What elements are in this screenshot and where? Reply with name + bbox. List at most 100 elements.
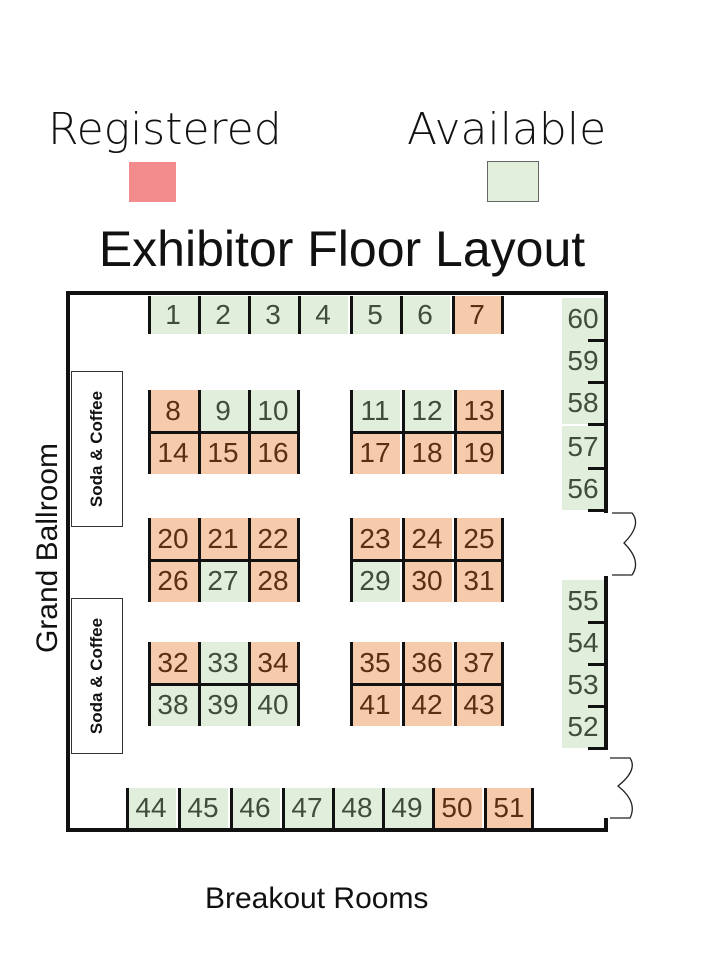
- booth-9[interactable]: 9: [198, 390, 248, 432]
- soda-coffee-label: Soda & Coffee: [87, 390, 106, 508]
- booth-48[interactable]: 48: [332, 788, 382, 828]
- booth-58[interactable]: 58: [562, 382, 604, 424]
- booth-12[interactable]: 12: [402, 390, 452, 432]
- booth-26[interactable]: 26: [148, 560, 198, 602]
- booth-60[interactable]: 60: [562, 298, 604, 340]
- booth-divider: [400, 296, 403, 334]
- legend-available-label: Available: [407, 104, 607, 155]
- grand-ballroom-label: Grand Ballroom: [31, 442, 64, 654]
- booth-55[interactable]: 55: [562, 580, 604, 622]
- booth-35[interactable]: 35: [350, 642, 400, 684]
- booth-divider: [432, 788, 435, 828]
- booth-divider: [350, 559, 504, 562]
- booth-divider: [178, 788, 181, 828]
- soda-coffee-label: Soda & Coffee: [87, 617, 106, 735]
- booth-divider: [350, 431, 504, 434]
- booth-divider: [332, 788, 335, 828]
- booth-22[interactable]: 22: [248, 518, 298, 560]
- booth-divider: [248, 642, 251, 684]
- booth-38[interactable]: 38: [148, 684, 198, 726]
- booth-33[interactable]: 33: [198, 642, 248, 684]
- booth-54[interactable]: 54: [562, 622, 604, 664]
- booth-divider: [248, 560, 251, 602]
- booth-36[interactable]: 36: [402, 642, 452, 684]
- booth-divider: [350, 296, 353, 334]
- booth-divider: [454, 390, 457, 432]
- booth-divider: [148, 390, 151, 432]
- booth-30[interactable]: 30: [402, 560, 452, 602]
- booth-divider: [350, 518, 353, 560]
- booth-57[interactable]: 57: [562, 426, 604, 468]
- booth-11[interactable]: 11: [350, 390, 400, 432]
- booth-52[interactable]: 52: [562, 706, 604, 748]
- booth-6[interactable]: 6: [400, 296, 450, 334]
- booth-56[interactable]: 56: [562, 468, 604, 510]
- booth-20[interactable]: 20: [148, 518, 198, 560]
- booth-28[interactable]: 28: [248, 560, 298, 602]
- booth-18[interactable]: 18: [402, 432, 452, 474]
- booth-16[interactable]: 16: [248, 432, 298, 474]
- booth-divider: [454, 684, 457, 726]
- booth-34[interactable]: 34: [248, 642, 298, 684]
- booth-45[interactable]: 45: [178, 788, 228, 828]
- booth-46[interactable]: 46: [230, 788, 280, 828]
- booth-27[interactable]: 27: [198, 560, 248, 602]
- booth-divider: [230, 788, 233, 828]
- booth-8[interactable]: 8: [148, 390, 198, 432]
- booth-41[interactable]: 41: [350, 684, 400, 726]
- booth-39[interactable]: 39: [198, 684, 248, 726]
- booth-50[interactable]: 50: [432, 788, 482, 828]
- booth-59[interactable]: 59: [562, 340, 604, 382]
- booth-15[interactable]: 15: [198, 432, 248, 474]
- wall-right-upper: [604, 291, 608, 513]
- booth-14[interactable]: 14: [148, 432, 198, 474]
- booth-25[interactable]: 25: [454, 518, 504, 560]
- booth-divider: [350, 683, 504, 686]
- wall-top: [66, 291, 608, 295]
- legend-available-swatch: [487, 161, 539, 202]
- booth-31[interactable]: 31: [454, 560, 504, 602]
- booth-2[interactable]: 2: [198, 296, 248, 334]
- booth-divider: [350, 684, 353, 726]
- booth-19[interactable]: 19: [454, 432, 504, 474]
- booth-42[interactable]: 42: [402, 684, 452, 726]
- booth-divider: [198, 390, 201, 432]
- booth-13[interactable]: 13: [454, 390, 504, 432]
- booth-divider: [588, 381, 608, 384]
- booth-divider: [382, 788, 385, 828]
- booth-5[interactable]: 5: [350, 296, 400, 334]
- booth-23[interactable]: 23: [350, 518, 400, 560]
- booth-1[interactable]: 1: [148, 296, 198, 334]
- booth-divider: [588, 621, 608, 624]
- booth-29[interactable]: 29: [350, 560, 400, 602]
- booth-divider: [588, 423, 608, 426]
- booth-divider: [148, 559, 300, 562]
- booth-3[interactable]: 3: [248, 296, 298, 334]
- booth-21[interactable]: 21: [198, 518, 248, 560]
- booth-divider: [501, 296, 504, 334]
- booth-divider: [198, 296, 201, 334]
- booth-43[interactable]: 43: [454, 684, 504, 726]
- booth-divider: [402, 560, 405, 602]
- booth-7[interactable]: 7: [452, 296, 502, 334]
- booth-divider: [282, 788, 285, 828]
- booth-49[interactable]: 49: [382, 788, 432, 828]
- booth-53[interactable]: 53: [562, 664, 604, 706]
- booth-divider: [148, 518, 151, 560]
- booth-10[interactable]: 10: [248, 390, 298, 432]
- booth-37[interactable]: 37: [454, 642, 504, 684]
- booth-32[interactable]: 32: [148, 642, 198, 684]
- booth-44[interactable]: 44: [126, 788, 176, 828]
- double-door-icon: [610, 757, 633, 819]
- soda-coffee-station: Soda & Coffee: [71, 598, 123, 754]
- booth-17[interactable]: 17: [350, 432, 400, 474]
- booth-4[interactable]: 4: [298, 296, 348, 334]
- booth-51[interactable]: 51: [484, 788, 534, 828]
- booth-40[interactable]: 40: [248, 684, 298, 726]
- page-title: Exhibitor Floor Layout: [98, 221, 586, 277]
- booth-24[interactable]: 24: [402, 518, 452, 560]
- booth-47[interactable]: 47: [282, 788, 332, 828]
- soda-coffee-station: Soda & Coffee: [71, 371, 123, 527]
- booth-divider: [198, 684, 201, 726]
- booth-divider: [454, 432, 457, 474]
